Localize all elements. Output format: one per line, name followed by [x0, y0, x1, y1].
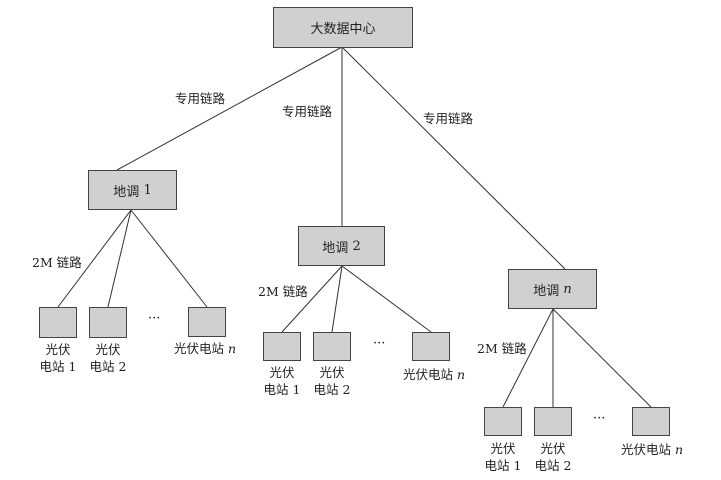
- pv-station-box: [313, 332, 351, 361]
- root-link-label-1: 专用链路: [175, 91, 226, 106]
- branch-link-label-n: 2M 链路: [477, 341, 527, 356]
- pv-station-label: 光伏 电站 2: [523, 440, 583, 474]
- pv-station-label: 光伏 电站 1: [252, 364, 312, 398]
- pv-station-label-line2: 电站 1: [39, 359, 77, 374]
- root-link-label-n: 专用链路: [423, 111, 474, 126]
- pv-station-box: [412, 332, 450, 361]
- pv-station-label-line1: 光伏电站: [174, 341, 225, 356]
- link-d2-s2: [331, 265, 343, 333]
- link-d2-s1: [281, 265, 343, 333]
- big-data-center-label: 大数据中心: [310, 22, 376, 37]
- branch-link-label-1: 2M 链路: [32, 255, 82, 270]
- pv-station-label-line1: 光伏: [45, 342, 71, 357]
- pv-station-box: [39, 307, 77, 338]
- pv-station-box: [263, 332, 301, 361]
- ellipsis: ···: [373, 336, 386, 351]
- dispatch-prefix: 地调: [322, 240, 349, 256]
- dispatch-index: n: [563, 281, 572, 297]
- link-dn-sn: [552, 308, 652, 408]
- pv-station-label-line1: 光伏: [269, 365, 295, 380]
- pv-station-label-line2: 电站 2: [313, 382, 351, 397]
- pv-station-label-line1: 光伏: [95, 342, 121, 357]
- pv-station-label: 光伏 电站 2: [78, 341, 138, 375]
- pv-station-label-line2: n: [457, 367, 466, 382]
- ellipsis: ···: [593, 411, 606, 426]
- pv-station-label-line1: 光伏电站: [621, 442, 672, 457]
- link-root-to-dispatch-n: [341, 46, 566, 270]
- link-root-to-dispatch-1: [116, 46, 343, 171]
- pv-station-box: [534, 407, 572, 436]
- dispatch-node-1: 地调 1: [88, 170, 177, 210]
- big-data-center-node: 大数据中心: [273, 7, 413, 48]
- pv-station-label-line2: 电站 2: [534, 458, 572, 473]
- root-link-label-2: 专用链路: [282, 104, 333, 119]
- branch-link-label-2: 2M 链路: [258, 284, 308, 299]
- pv-station-label: 光伏电站 n: [621, 441, 683, 459]
- pv-station-label-line2: n: [228, 341, 237, 356]
- pv-station-label-line1: 光伏: [490, 441, 516, 456]
- pv-station-box: [89, 307, 127, 338]
- pv-station-label-line2: 电站 1: [263, 382, 301, 397]
- pv-station-label: 光伏 电站 2: [302, 364, 362, 398]
- dispatch-index: 2: [352, 238, 361, 254]
- pv-station-box: [484, 407, 522, 436]
- link-d2-sn: [341, 265, 432, 333]
- dispatch-index: 1: [143, 182, 152, 198]
- pv-station-label: 光伏电站 n: [403, 366, 465, 384]
- ellipsis: ···: [148, 311, 161, 326]
- pv-station-label-line2: 电站 2: [89, 359, 127, 374]
- pv-station-box: [188, 307, 226, 337]
- pv-station-box: [632, 407, 670, 436]
- pv-station-label-line1: 光伏电站: [403, 367, 454, 382]
- pv-station-label-line2: 电站 1: [484, 458, 522, 473]
- link-dn-s1: [502, 308, 554, 408]
- pv-station-label-line2: n: [675, 442, 684, 457]
- dispatch-node-2: 地调 2: [298, 226, 385, 266]
- dispatch-node-n: 地调 n: [508, 269, 597, 309]
- pv-station-label: 光伏 电站 1: [28, 341, 88, 375]
- link-d1-s2: [107, 209, 132, 308]
- pv-station-label: 光伏 电站 1: [473, 440, 533, 474]
- link-d1-s1: [57, 209, 132, 308]
- dispatch-prefix: 地调: [533, 283, 560, 299]
- pv-station-label: 光伏电站 n: [174, 340, 236, 358]
- pv-station-label-line1: 光伏: [319, 365, 345, 380]
- dispatch-prefix: 地调: [113, 184, 140, 200]
- pv-station-label-line1: 光伏: [540, 441, 566, 456]
- link-d1-sn: [130, 209, 208, 308]
